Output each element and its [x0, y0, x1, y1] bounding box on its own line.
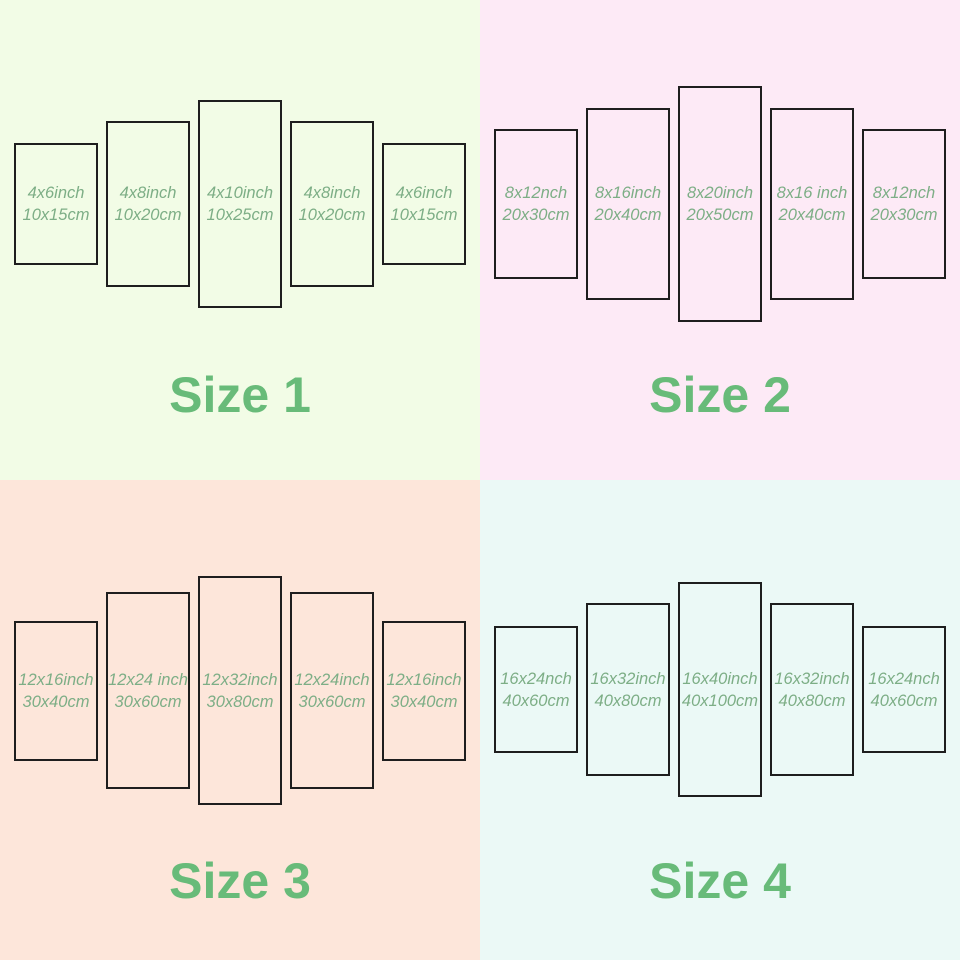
size-title: Size 4 [649, 853, 791, 909]
canvas-panel: 12x16inch 30x40cm [14, 620, 98, 761]
panel-size-cm: 30x40cm [390, 692, 458, 711]
panel-size-cm: 10x25cm [206, 206, 274, 224]
panel-size-inch: 4x8inch [303, 184, 361, 202]
panel-size-inch: 8x16 inch [776, 184, 848, 202]
canvas-panel: 4x8inch 10x20cm [106, 121, 190, 287]
canvas-panel: 16x24nch 40x60cm [862, 626, 946, 753]
canvas-panel: 16x32inch 40x80cm [586, 603, 670, 776]
panel-size-inch: 16x40inch [682, 669, 758, 688]
canvas-panel: 16x40inch 40x100cm [678, 582, 762, 797]
canvas-panel: 8x12nch 20x30cm [862, 129, 946, 279]
canvas-panel: 8x16inch 20x40cm [586, 108, 670, 300]
panel-size-cm: 30x40cm [22, 692, 90, 711]
panel-size-inch: 16x24nch [868, 669, 940, 688]
size-2-chart: 8x12nch 20x30cm 8x16inch 20x40cm 8x20inc… [480, 0, 960, 480]
canvas-panel: 8x20inch 20x50cm [678, 86, 762, 322]
canvas-panel: 4x6inch 10x15cm [382, 143, 466, 265]
panel-size-cm: 20x30cm [870, 206, 938, 224]
size-title: Size 2 [649, 367, 791, 423]
size-3-chart: 12x16inch 30x40cm 12x24 inch 30x60cm 12x… [0, 480, 480, 960]
canvas-panel: 16x24nch 40x60cm [494, 626, 578, 753]
panel-size-cm: 40x80cm [594, 691, 662, 710]
panel-size-inch: 16x32inch [590, 669, 666, 688]
panel-size-cm: 40x60cm [870, 691, 938, 710]
panel-size-cm: 20x30cm [502, 206, 570, 224]
panel-size-cm: 40x60cm [502, 691, 570, 710]
panel-size-inch: 12x32inch [202, 670, 278, 689]
size-title: Size 1 [169, 367, 311, 423]
panel-size-inch: 16x32inch [774, 669, 850, 688]
canvas-panel: 4x6inch 10x15cm [14, 143, 98, 265]
size-title: Size 3 [169, 853, 311, 909]
canvas-panel: 12x24 inch 30x60cm [106, 592, 190, 789]
canvas-panel: 8x12nch 20x30cm [494, 129, 578, 279]
panel-size-inch: 12x24inch [294, 670, 370, 689]
panel-row: 16x24nch 40x60cm 16x32inch 40x80cm 16x40… [480, 582, 960, 797]
canvas-panel: 4x10inch 10x25cm [198, 100, 282, 308]
panel-size-inch: 4x8inch [119, 184, 177, 202]
panel-size-inch: 4x6inch [27, 184, 85, 202]
panel-size-cm: 30x60cm [298, 692, 366, 711]
panel-size-inch: 12x16inch [386, 670, 462, 689]
panel-size-inch: 16x24nch [500, 669, 572, 688]
panel-row: 12x16inch 30x40cm 12x24 inch 30x60cm 12x… [0, 576, 480, 805]
size-1-chart: 4x6inch 10x15cm 4x8inch 10x20cm 4x10inch… [0, 0, 480, 480]
panel-size-inch: 8x12nch [872, 184, 936, 202]
panel-size-cm: 40x80cm [778, 691, 846, 710]
canvas-panel: 12x16inch 30x40cm [382, 620, 466, 761]
panel-size-cm: 20x40cm [594, 206, 662, 224]
panel-size-inch: 8x16inch [594, 184, 662, 202]
panel-size-inch: 12x16inch [18, 670, 94, 689]
panel-size-cm: 10x20cm [298, 206, 366, 224]
panel-size-inch: 4x6inch [395, 184, 453, 202]
canvas-panel: 4x8inch 10x20cm [290, 121, 374, 287]
panel-size-cm: 30x60cm [114, 692, 182, 711]
canvas-panel: 16x32inch 40x80cm [770, 603, 854, 776]
panel-size-cm: 30x80cm [206, 692, 274, 711]
canvas-panel: 8x16 inch 20x40cm [770, 108, 854, 300]
panel-size-cm: 10x15cm [390, 206, 458, 224]
panel-size-cm: 20x40cm [778, 206, 846, 224]
canvas-panel: 12x24inch 30x60cm [290, 592, 374, 789]
canvas-panel: 12x32inch 30x80cm [198, 576, 282, 805]
panel-row: 8x12nch 20x30cm 8x16inch 20x40cm 8x20inc… [480, 86, 960, 322]
panel-size-cm: 20x50cm [686, 206, 754, 224]
panel-size-cm: 10x15cm [22, 206, 90, 224]
panel-size-inch: 4x10inch [206, 184, 274, 202]
panel-row: 4x6inch 10x15cm 4x8inch 10x20cm 4x10inch… [0, 100, 480, 308]
panel-size-inch: 8x12nch [504, 184, 568, 202]
panel-size-cm: 10x20cm [114, 206, 182, 224]
panel-size-cm: 40x100cm [681, 691, 759, 710]
panel-size-inch: 8x20inch [686, 184, 754, 202]
size-4-chart: 16x24nch 40x60cm 16x32inch 40x80cm 16x40… [480, 480, 960, 960]
panel-size-inch: 12x24 inch [108, 670, 188, 689]
